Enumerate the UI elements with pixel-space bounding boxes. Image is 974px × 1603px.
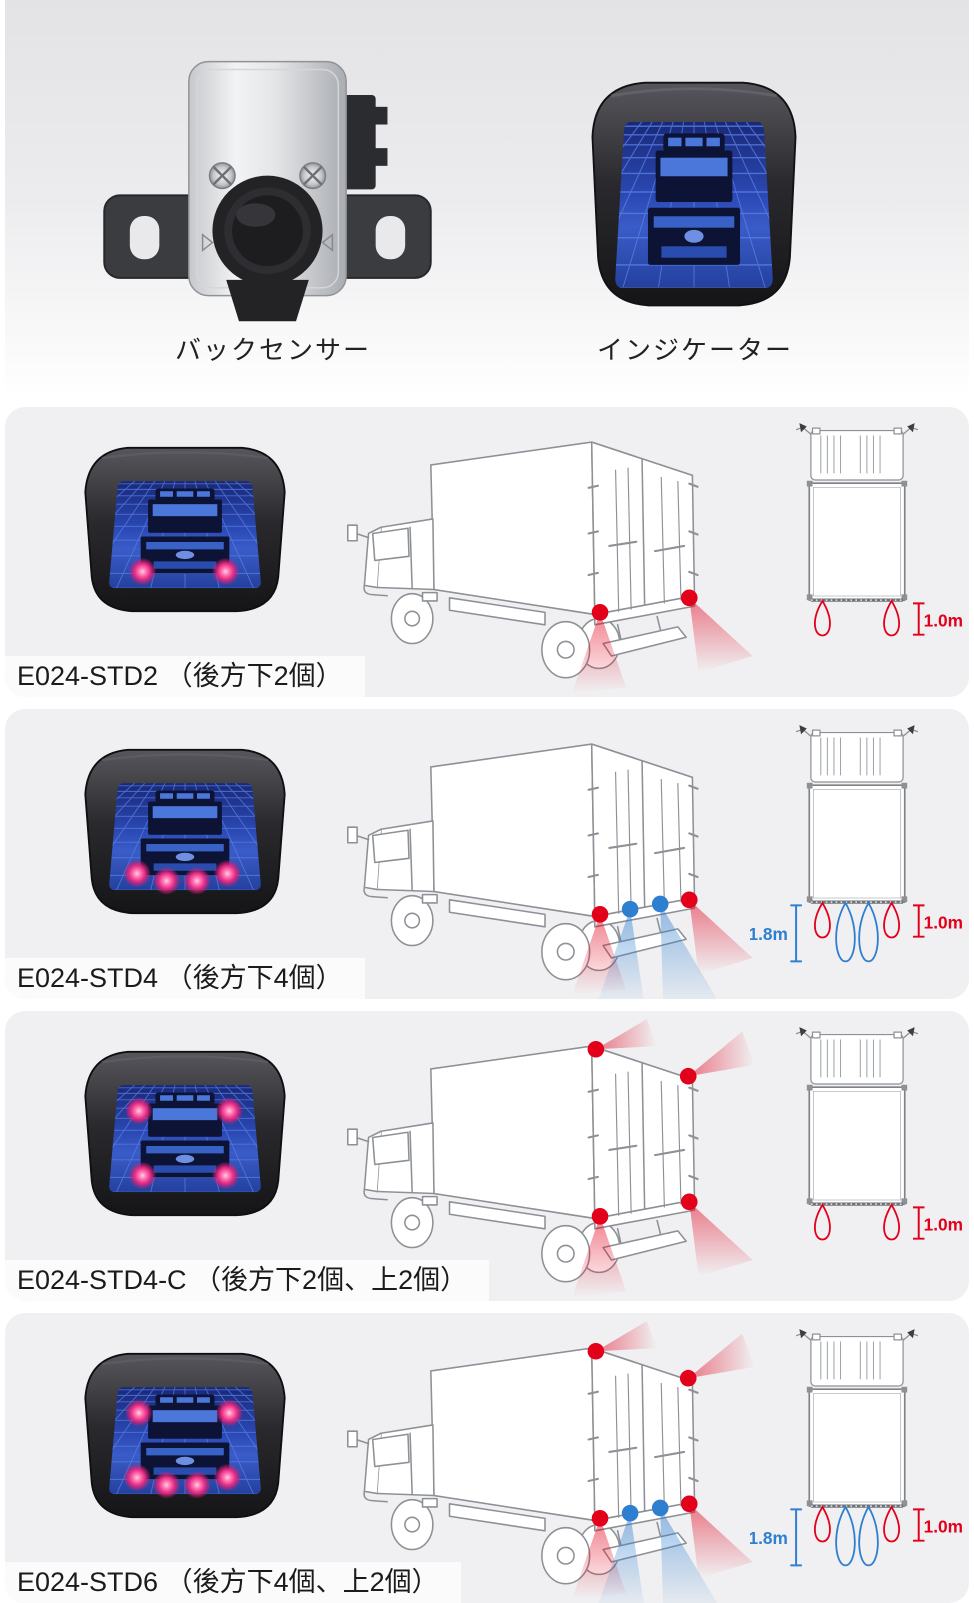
detection-zone-red [814, 1203, 900, 1241]
indicator-display [65, 1352, 305, 1519]
indicator-photo [553, 81, 835, 307]
range-label-1m: 1.0m [924, 1214, 963, 1234]
sensor-dot-red [591, 891, 698, 923]
sensor-dot-red [587, 1342, 698, 1527]
range-label-1-8m: 1.8m [750, 1528, 788, 1548]
indicator-display [65, 748, 305, 915]
product-card-e024-std4: 1.0m 1.8m E024-STD4 （後方下4個） [5, 709, 969, 999]
sensor-connector [342, 95, 376, 190]
detection-range-topview: 1.0m 1.8m [750, 1327, 963, 1567]
product-card-e024-std4-c: 1.0m E024-STD4-C （後方下2個、上2個） [5, 1011, 969, 1301]
sensor-dot-red [591, 589, 698, 621]
indicator-alert-dots [123, 1399, 244, 1499]
detection-zone-blue [835, 1505, 879, 1567]
indicator-display [65, 1050, 305, 1217]
product-card-e024-std2: 1.0m E024-STD2 （後方下2個） [5, 407, 969, 697]
indicator-alert-dots [125, 1097, 244, 1190]
screw-right [299, 162, 327, 190]
indicator-alert-dots [128, 557, 240, 586]
range-label-1m: 1.0m [924, 1516, 963, 1536]
detection-range-topview: 1.0m [794, 1025, 963, 1241]
back-sensor-photo [103, 60, 432, 322]
detection-zone-red [814, 1505, 900, 1543]
sensor-dot-red [587, 1040, 698, 1225]
sensor-dot-blue [621, 895, 669, 918]
sensor-head [212, 175, 323, 286]
range-label-1m: 1.0m [924, 912, 963, 932]
truck-sensor-diagram [346, 1019, 755, 1298]
detection-zone-red [814, 599, 900, 637]
product-label: E024-STD4 （後方下4個） [5, 958, 365, 999]
detection-range-topview: 1.0m [794, 421, 963, 637]
range-bracket-blue [790, 904, 802, 963]
sensor-dot-blue [621, 1499, 669, 1522]
range-bracket-red [912, 1508, 925, 1542]
truck-sensor-diagram [346, 1321, 755, 1603]
range-bracket-red [912, 602, 925, 636]
product-label: E024-STD6 （後方下4個、上2個） [5, 1562, 461, 1603]
range-label-1m: 1.0m [924, 610, 963, 630]
detection-range-topview: 1.0m 1.8m [750, 723, 963, 963]
detection-zone-red [814, 901, 900, 939]
range-bracket-red [912, 1206, 925, 1240]
truck-sensor-diagram [346, 743, 753, 999]
truck-sensor-diagram [346, 441, 753, 694]
back-sensor-caption: バックセンサー [174, 335, 371, 365]
product-card-e024-std6: 1.0m 1.8m E024-STD6 （後方下4個、上2個） [5, 1313, 969, 1603]
sensor-lower-bracket [226, 279, 309, 322]
screw-left [208, 162, 236, 190]
indicator-display [65, 446, 305, 613]
product-label: E024-STD2 （後方下2個） [5, 656, 365, 697]
range-label-1-8m: 1.8m [750, 924, 788, 944]
range-bracket-blue [790, 1508, 802, 1567]
product-label: E024-STD4-C （後方下2個、上2個） [5, 1260, 490, 1301]
indicator-caption: インジケーター [596, 335, 793, 365]
range-bracket-red [912, 904, 925, 938]
indicator-alert-dots [123, 859, 242, 895]
product-photos-header: バックセンサー インジケーター [5, 0, 969, 398]
detection-zone-blue [835, 901, 879, 963]
